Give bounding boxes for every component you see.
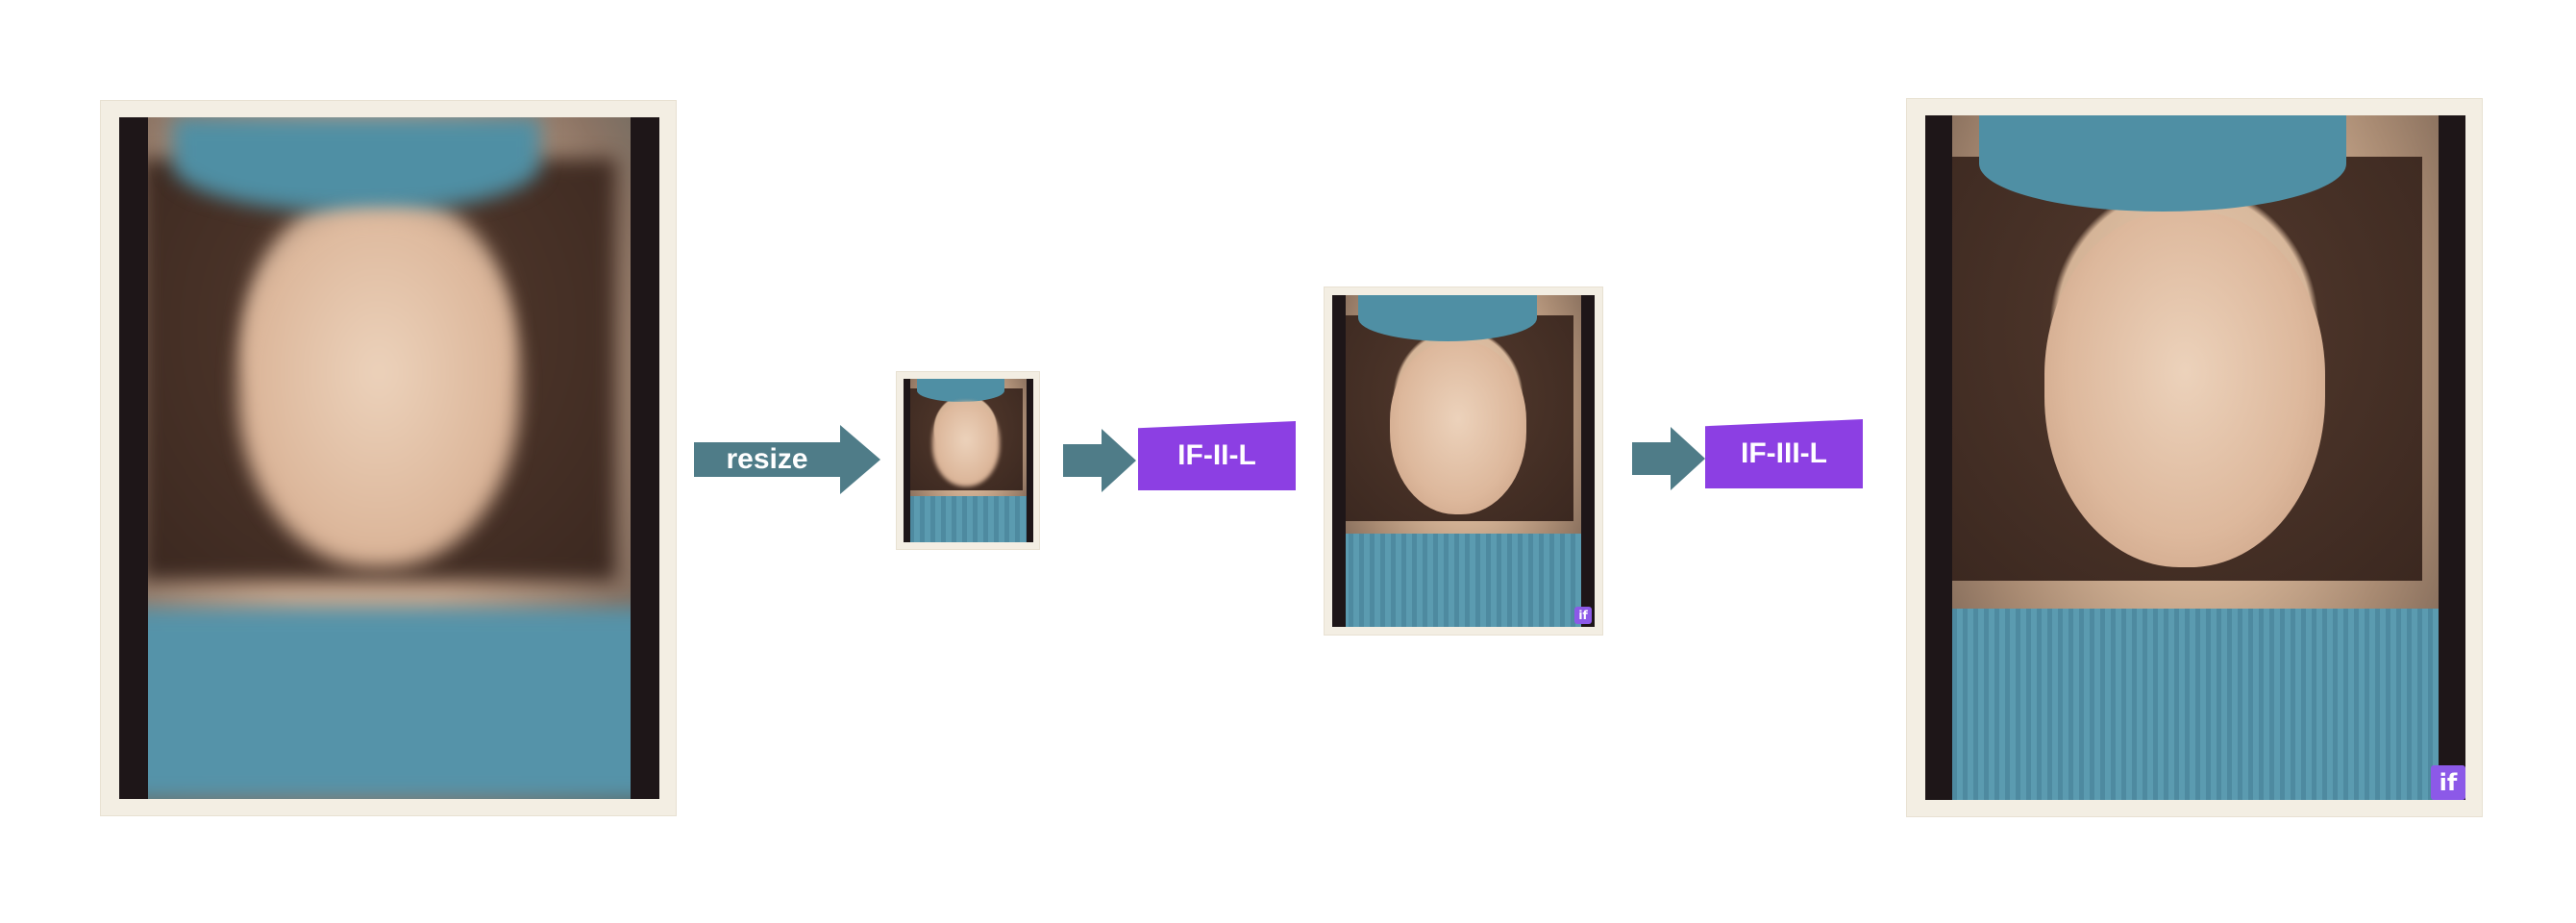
stage2-model-box: IF-II-L <box>1138 421 1296 490</box>
stage3-arrow <box>1632 427 1705 490</box>
arrow-right-icon <box>694 425 880 494</box>
resized-photo <box>896 371 1040 550</box>
arrow-right-icon <box>1632 427 1705 490</box>
input-photo <box>100 100 677 816</box>
stage2-output-photo: if <box>1324 287 1603 636</box>
arrow-right-icon <box>1063 429 1136 492</box>
if-logo-icon: if <box>2431 765 2465 800</box>
resize-arrow: resize <box>694 425 880 494</box>
if-logo-icon: if <box>1574 607 1592 624</box>
stage3-model-box: IF-III-L <box>1705 419 1863 488</box>
stage2-arrow <box>1063 429 1136 492</box>
resize-label: resize <box>726 443 808 475</box>
stage3-output-photo: if <box>1906 98 2483 817</box>
